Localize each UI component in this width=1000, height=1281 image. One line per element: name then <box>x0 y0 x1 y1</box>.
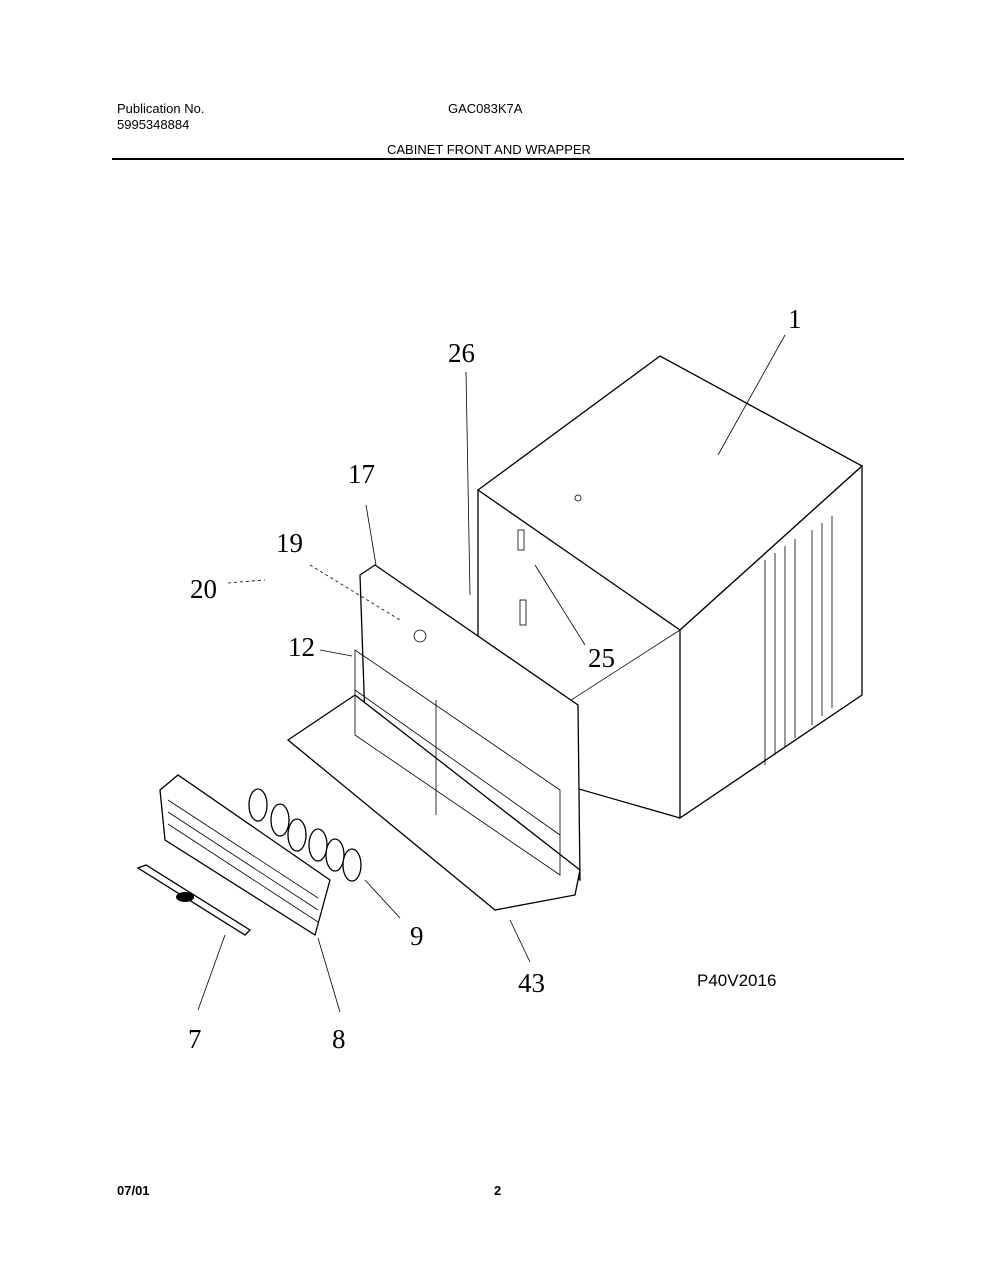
footer-date: 07/01 <box>117 1183 150 1198</box>
louvers <box>248 788 362 882</box>
callout-7: 7 <box>188 1024 202 1054</box>
callout-19: 19 <box>276 528 303 558</box>
discharge-grille <box>159 774 331 937</box>
callout-17: 17 <box>348 459 375 489</box>
leader-lines <box>197 334 786 1013</box>
cabinet-wrapper <box>476 355 864 820</box>
page-number: 2 <box>494 1183 502 1198</box>
callout-25: 25 <box>588 643 615 673</box>
section-title: CABINET FRONT AND WRAPPER <box>387 142 591 157</box>
control-bar <box>136 864 252 936</box>
figure-code: P40V2016 <box>697 971 776 990</box>
callout-9: 9 <box>410 921 424 951</box>
header-rule <box>112 158 904 160</box>
callout-1: 1 <box>788 304 802 334</box>
front-panel <box>286 564 581 911</box>
callout-26: 26 <box>448 338 475 368</box>
callout-20: 20 <box>190 574 217 604</box>
model-number: GAC083K7A <box>448 101 523 116</box>
callout-12: 12 <box>288 632 315 662</box>
callout-8: 8 <box>332 1024 346 1054</box>
publication-label: Publication No. <box>117 101 205 116</box>
publication-number: 5995348884 <box>117 117 190 132</box>
callout-43: 43 <box>518 968 545 998</box>
callout-labels: 1 26 17 19 20 12 25 9 43 7 8 <box>188 304 802 1054</box>
